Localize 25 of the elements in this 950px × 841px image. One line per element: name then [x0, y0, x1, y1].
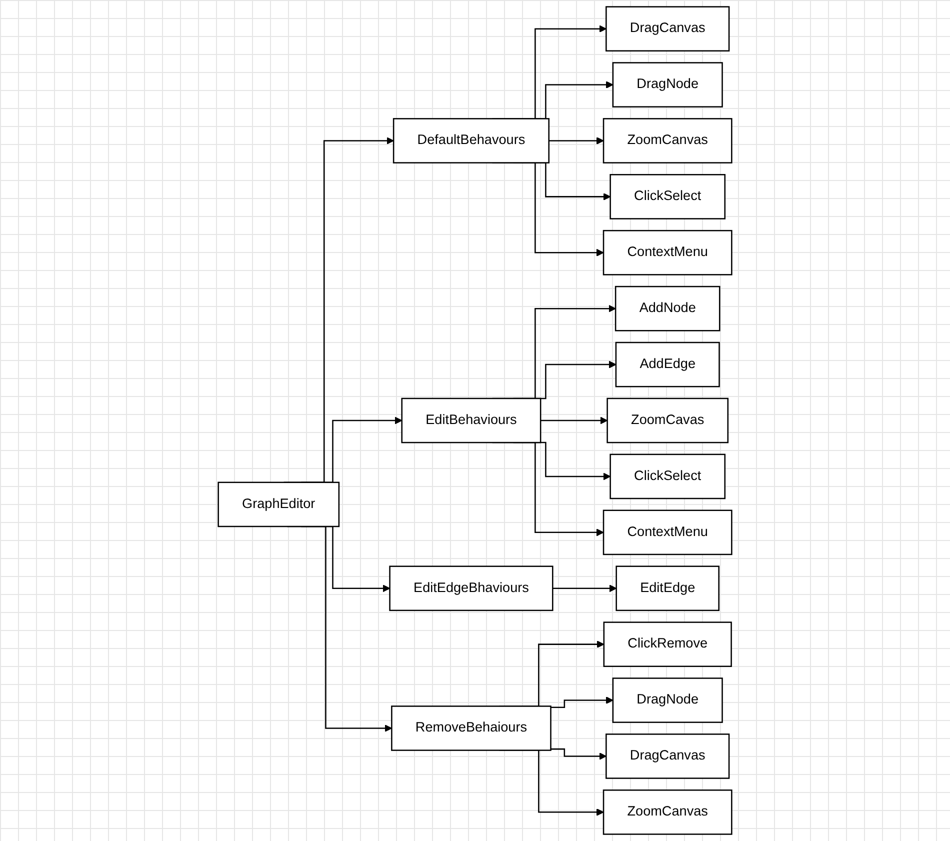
node-box: DragCanvas: [606, 6, 730, 52]
node-box: ZoomCanvas: [602, 790, 732, 835]
arrow: [550, 748, 606, 760]
node-box: EditBehaviours: [401, 398, 542, 444]
node-box: DragNode: [612, 678, 723, 723]
node-box: ClickSelect: [610, 174, 726, 220]
node-box: AddNode: [614, 286, 720, 332]
node-box: DragNode: [612, 62, 723, 108]
node-box: EditEdge: [616, 566, 720, 612]
node-box: AddEdge: [615, 342, 720, 388]
arrow: [550, 696, 614, 708]
node-box: ZoomCanvas: [602, 118, 732, 164]
node-box: DragCanvas: [606, 734, 730, 779]
node-box: ZoomCavas: [606, 398, 729, 444]
node-box: GraphEditor: [218, 482, 340, 528]
node-box: ContextMenu: [602, 230, 732, 276]
node-box: RemoveBehaiours: [391, 706, 552, 751]
node-box: ContextMenu: [602, 510, 732, 556]
node-box: DefaultBehavours: [392, 118, 550, 164]
arrow: [552, 584, 617, 592]
arrow: [540, 416, 608, 424]
arrow: [548, 137, 604, 144]
node-box: ClickRemove: [603, 622, 732, 667]
node-box: ClickSelect: [610, 454, 726, 500]
node-box: EditEdgeBhaviours: [389, 566, 554, 612]
